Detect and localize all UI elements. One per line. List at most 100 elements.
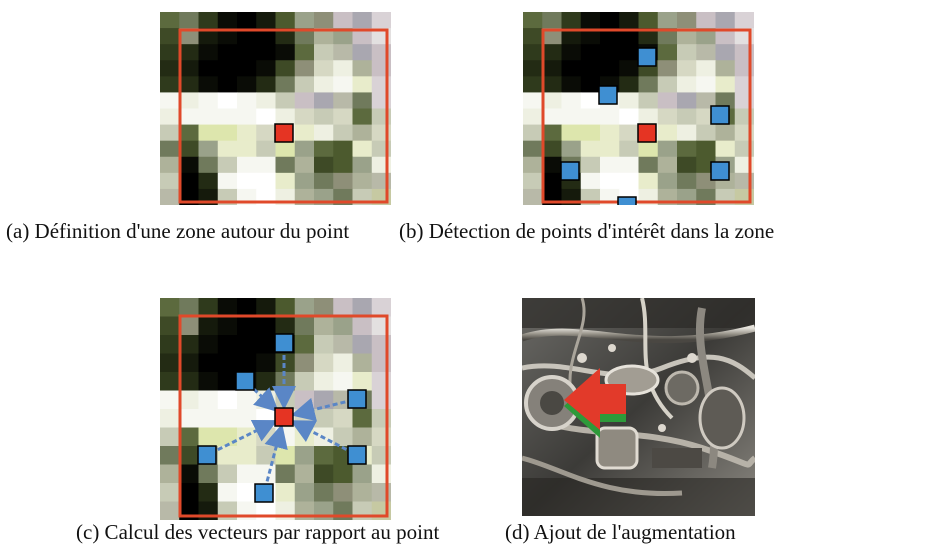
pixel-cell: [217, 140, 238, 158]
pixel-cell: [294, 335, 315, 355]
pixel-cell: [333, 409, 354, 429]
pixel-cell: [198, 335, 219, 355]
pixel-cell: [333, 124, 354, 142]
pixel-cell: [179, 44, 200, 61]
pixel-cell: [333, 172, 354, 190]
pixel-cell: [179, 372, 200, 392]
pixel-cell: [333, 28, 354, 45]
pixel-cell: [677, 108, 697, 126]
pixel-cell: [160, 44, 180, 61]
pixel-cell: [217, 335, 238, 355]
pixel-cell: [179, 298, 200, 318]
pixel-cell: [352, 76, 373, 94]
pixel-cell: [275, 427, 296, 447]
pixel-cell: [677, 172, 697, 190]
pixel-cell: [275, 60, 296, 77]
pixel-cell: [179, 28, 200, 45]
pixel-cell: [677, 28, 697, 45]
pixel-cell: [314, 316, 334, 336]
pixel-cell: [677, 124, 697, 142]
pixel-cell: [256, 76, 277, 94]
pixel-cell: [314, 124, 334, 142]
pixel-cell: [314, 372, 334, 392]
pixel-cell: [715, 44, 736, 61]
pixel-cell: [217, 28, 238, 45]
pixel-cell: [542, 92, 563, 110]
pixel-cell: [275, 483, 296, 503]
pixel-cell: [294, 44, 315, 61]
pixel-cell: [619, 156, 640, 174]
pixel-cell: [198, 92, 219, 110]
pixel-cell: [256, 140, 277, 158]
pixel-cell: [352, 92, 373, 110]
pixel-cell: [160, 372, 180, 392]
pixel-cell: [619, 28, 640, 45]
pixel-grid: [160, 12, 391, 205]
pixel-cell: [237, 446, 257, 466]
pixel-cell: [352, 483, 373, 503]
pixel-cell: [256, 156, 277, 174]
pixel-cell: [542, 76, 563, 94]
pixel-cell: [580, 28, 601, 45]
pixel-cell: [314, 60, 334, 77]
pixel-cell: [619, 124, 640, 142]
pixel-cell: [179, 427, 200, 447]
pixel-cell: [561, 28, 582, 45]
pixel-cell: [314, 44, 334, 61]
pixel-cell: [237, 409, 257, 429]
pixel-cell: [333, 76, 354, 94]
pixel-cell: [352, 108, 373, 126]
pixel-cell: [677, 12, 697, 29]
pixel-cell: [600, 156, 620, 174]
interest-point: [235, 371, 255, 391]
pixel-cell: [160, 172, 180, 190]
pixel-cell: [275, 156, 296, 174]
pixel-cell: [217, 409, 238, 429]
pixel-cell: [542, 140, 563, 158]
pixel-cell: [638, 12, 659, 29]
pixel-cell: [600, 140, 620, 158]
pixel-cell: [275, 44, 296, 61]
pixel-cell: [580, 92, 601, 110]
pixel-cell: [333, 464, 354, 484]
pixel-cell: [696, 76, 717, 94]
pixel-cell: [523, 156, 543, 174]
pixel-cell: [600, 172, 620, 190]
pixel-cell: [179, 464, 200, 484]
pixel-cell: [314, 353, 334, 373]
pixel-cell: [256, 446, 277, 466]
vector-arrow: [217, 420, 278, 452]
center-point: [274, 407, 294, 427]
pixel-cell: [294, 140, 315, 158]
pixel-cell: [314, 483, 334, 503]
pixel-cell: [237, 28, 257, 45]
pixel-cell: [638, 140, 659, 158]
pixel-cell: [237, 335, 257, 355]
pixel-cell: [523, 12, 543, 29]
pixel-cell: [523, 124, 543, 142]
pixel-cell: [237, 44, 257, 61]
pixel-cell: [294, 92, 315, 110]
pixel-cell: [160, 124, 180, 142]
pixel-cell: [314, 92, 334, 110]
pixel-cell: [314, 108, 334, 126]
pixel-cell: [160, 28, 180, 45]
pixel-cell: [352, 172, 373, 190]
pixel-cell: [217, 483, 238, 503]
pixel-cell: [256, 427, 277, 447]
engine-photo: [522, 298, 755, 516]
interest-point: [710, 105, 730, 125]
pixel-cell: [217, 316, 238, 336]
panel-c: [160, 298, 391, 520]
pixel-cell: [352, 60, 373, 77]
pixel-cell: [561, 124, 582, 142]
pixel-cell: [160, 12, 180, 29]
vector-arrow: [290, 397, 346, 422]
pixel-cell: [580, 76, 601, 94]
vector-arrow: [290, 420, 348, 451]
pixel-cell: [619, 172, 640, 190]
roi-rectangle: [541, 28, 752, 204]
pixel-cell: [179, 483, 200, 503]
pixel-cell: [237, 316, 257, 336]
pixel-cell: [160, 92, 180, 110]
